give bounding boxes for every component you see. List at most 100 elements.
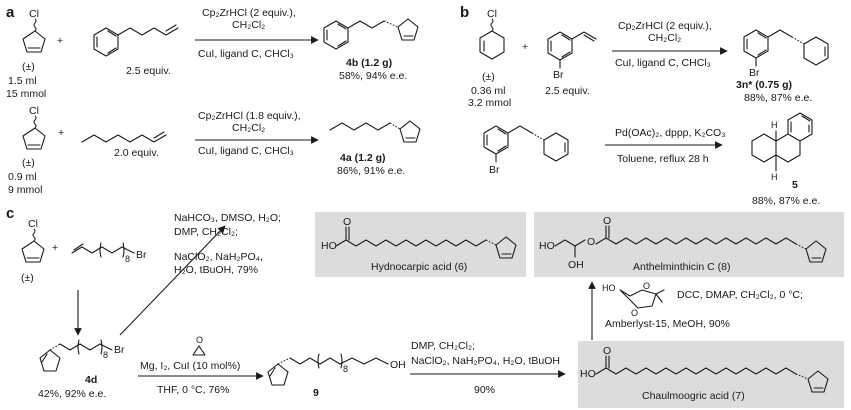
oh-label: OH bbox=[390, 359, 406, 371]
cond-right-2: Amberlyst-15, MeOH, 90% bbox=[605, 318, 730, 330]
cond-a1-3: CuI, ligand C, CHCl₃ bbox=[198, 48, 294, 60]
plus-sign: + bbox=[52, 242, 58, 254]
compound-9: 8 OH 9 bbox=[267, 353, 406, 399]
cond-up-4: H₂O, tBuOH, 79% bbox=[174, 264, 258, 276]
racemic-label: (±) bbox=[21, 272, 34, 284]
compound-4d-label: 4d bbox=[85, 374, 97, 386]
racemic-label: (±) bbox=[482, 71, 495, 83]
hydnocarpic-acid-label: Hydnocarpic acid (6) bbox=[371, 261, 467, 273]
carbonyl-oxygen-label: O bbox=[603, 215, 611, 227]
yield-4b: 58%, 94% e.e. bbox=[339, 70, 407, 82]
octene-reactant: 2.0 equiv. bbox=[81, 131, 167, 159]
product-3n: Br 3n* (0.75 g) 88%, 87% e.e. bbox=[736, 29, 829, 104]
plus-sign: + bbox=[522, 41, 528, 53]
product-4a-label: 4a (1.2 g) bbox=[340, 152, 386, 164]
product-3n-label: 3n* (0.75 g) bbox=[736, 79, 792, 91]
cond-epox-1: Mg, I₂, CuI (10 mol%) bbox=[140, 360, 240, 372]
equiv-b1: 2.5 equiv. bbox=[545, 85, 590, 97]
compound-9-label: 9 bbox=[313, 387, 319, 399]
cond-a1-2: CH₂Cl₂ bbox=[232, 19, 265, 31]
anthelminthicin-box: HO OH O O Anthelminthicin C (8) bbox=[534, 212, 844, 277]
bromo-label: Br bbox=[749, 67, 760, 79]
yield-4a: 86%, 91% e.e. bbox=[337, 165, 405, 177]
bromo-label: Br bbox=[489, 164, 500, 176]
oh-label: OH bbox=[568, 259, 584, 271]
bromo-label: Br bbox=[136, 249, 147, 261]
equiv-a1: 2.5 equiv. bbox=[126, 65, 171, 77]
cond-epox-2: THF, 0 °C, 76% bbox=[157, 384, 229, 396]
amount-b1: 3.2 mmol bbox=[468, 97, 511, 109]
cond-b1-2: CH₂Cl₂ bbox=[648, 32, 681, 44]
volume-b1: 0.36 ml bbox=[471, 85, 505, 97]
product-5: H H 5 88%, 87% e.e. bbox=[751, 112, 820, 207]
product-4b: 4b (1.2 g) 58%, 94% e.e. bbox=[323, 18, 419, 82]
chlorocyclopentene-reactant-a2: Cl (±) 0.9 ml 9 mmol bbox=[8, 105, 46, 196]
cond-a2-2: CH₂Cl₂ bbox=[232, 122, 265, 134]
reaction-arrow-4d-to-9: O Mg, I₂, CuI (10 mol%) THF, 0 °C, 76% bbox=[138, 335, 264, 396]
anthelminthicin-label: Anthelminthicin C (8) bbox=[633, 261, 730, 273]
panel-label-b: b bbox=[460, 4, 469, 21]
chlorocyclopentene-reactant-c: Cl (±) bbox=[21, 218, 45, 284]
ho-label: HO bbox=[602, 283, 616, 293]
hydrogen-label: H bbox=[771, 172, 778, 182]
repeat-subscript: 8 bbox=[343, 364, 348, 374]
bromoalkene-reactant: 8 Br bbox=[71, 242, 147, 264]
arrow-to-hydnocarpic bbox=[119, 225, 226, 336]
product-5-label: 5 bbox=[792, 179, 798, 191]
ho-label: HO bbox=[321, 240, 337, 252]
cond-a2-1: Cp₂ZrHCl (1.8 equiv.), bbox=[198, 110, 301, 122]
glycerol-acetonide-reagent: HO O O bbox=[602, 281, 665, 318]
yield-4d: 42%, 92% e.e. bbox=[38, 388, 106, 400]
phenylpentene-reactant: 2.5 equiv. bbox=[93, 24, 179, 77]
cond-b2-2: Toluene, reflux 28 h bbox=[617, 153, 709, 165]
compound-4d: 8 Br 4d 42%, 92% e.e. bbox=[38, 339, 125, 400]
ester-oxygen-label: O bbox=[587, 236, 595, 248]
bromo-label: Br bbox=[553, 69, 564, 81]
hydnocarpic-acid-box: HO O Hydnocarpic acid (6) bbox=[315, 212, 526, 277]
ring-oxygen-label: O bbox=[643, 281, 650, 291]
cond-up-3: NaClO₂, NaH₂PO₄, bbox=[174, 251, 263, 263]
cond-right-1: DCC, DMAP, CH₂Cl₂, 0 °C; bbox=[677, 289, 803, 301]
volume-a2: 0.9 ml bbox=[8, 171, 37, 183]
volume-a1: 1.5 ml bbox=[8, 75, 37, 87]
panel-label-a: a bbox=[6, 4, 15, 21]
chloro-label: Cl bbox=[28, 218, 38, 230]
chlorocyclopentene-reactant-a1: Cl (±) 1.5 ml 15 mmol bbox=[6, 8, 46, 100]
chloro-label: Cl bbox=[29, 105, 39, 117]
carbonyl-oxygen-label: O bbox=[603, 345, 611, 357]
panel-label-c: c bbox=[6, 205, 14, 222]
racemic-label: (±) bbox=[22, 157, 35, 169]
yield-5: 88%, 87% e.e. bbox=[752, 195, 820, 207]
chloro-label: Cl bbox=[29, 8, 39, 20]
conditions-to-hydnocarpic: NaHCO₃, DMSO, H₂O; DMP, CH₂Cl₂; NaClO₂, … bbox=[174, 212, 281, 276]
racemic-label: (±) bbox=[22, 61, 35, 73]
ho-label: HO bbox=[580, 368, 596, 380]
reaction-arrow-9-to-7: DMP, CH₂Cl₂; NaClO₂, NaH₂PO₄, H₂O, tBuOH… bbox=[410, 340, 566, 396]
repeat-subscript: 8 bbox=[103, 350, 108, 360]
ho-label: HO bbox=[539, 240, 555, 252]
cond-ox-1: DMP, CH₂Cl₂; bbox=[411, 340, 475, 352]
reaction-arrow-a2: Cp₂ZrHCl (1.8 equiv.), CH₂Cl₂ CuI, ligan… bbox=[195, 110, 319, 157]
substrate-3n-b2: Br bbox=[483, 125, 569, 176]
epoxide-icon bbox=[192, 345, 206, 356]
cond-ox-2: NaClO₂, NaH₂PO₄, H₂O, tBuOH bbox=[411, 355, 560, 367]
carbonyl-oxygen-label: O bbox=[343, 216, 351, 228]
hydrogen-label: H bbox=[771, 120, 778, 130]
product-4b-label: 4b (1.2 g) bbox=[346, 57, 392, 69]
chaulmoogric-acid-label: Chaulmoogric acid (7) bbox=[642, 390, 745, 402]
amount-a1: 15 mmol bbox=[6, 88, 46, 100]
repeat-subscript: 8 bbox=[125, 254, 130, 264]
cond-up-1: NaHCO₃, DMSO, H₂O; bbox=[174, 212, 281, 224]
product-4a: 4a (1.2 g) 86%, 91% e.e. bbox=[329, 120, 421, 177]
bromo-label: Br bbox=[114, 344, 125, 356]
equiv-a2: 2.0 equiv. bbox=[114, 147, 159, 159]
amount-a2: 9 mmol bbox=[8, 184, 42, 196]
chlorocyclohexene-reactant: Cl (±) 0.36 ml 3.2 mmol bbox=[468, 8, 511, 109]
yield-3n: 88%, 87% e.e. bbox=[744, 92, 812, 104]
cond-up-2: DMP, CH₂Cl₂; bbox=[174, 226, 238, 238]
reaction-arrow-b2: Pd(OAc)₂, dppp, K₂CO₃ Toluene, reflux 28… bbox=[605, 127, 725, 165]
reaction-arrow-a1: Cp₂ZrHCl (2 equiv.), CH₂Cl₂ CuI, ligand … bbox=[195, 7, 319, 60]
cond-a2-3: CuI, ligand C, CHCl₃ bbox=[198, 145, 294, 157]
chaulmoogric-acid-box: HO O Chaulmoogric acid (7) bbox=[578, 341, 844, 408]
cond-b1-3: CuI, ligand C, CHCl₃ bbox=[615, 57, 711, 69]
